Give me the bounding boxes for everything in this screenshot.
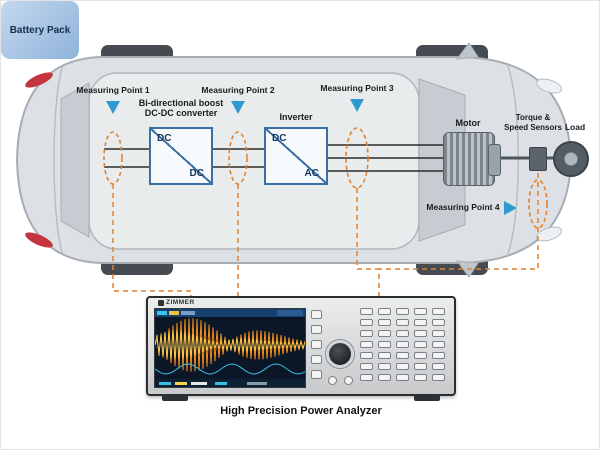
dcdc-bottom-label: DC xyxy=(189,168,204,179)
side-mirror-top xyxy=(455,42,479,60)
analyzer-softkey[interactable] xyxy=(311,340,322,349)
torque-speed-sensor xyxy=(529,147,547,171)
dcdc-title: Bi-directional boost DC-DC converter xyxy=(138,98,224,118)
power-wires xyxy=(104,144,445,172)
rear-window xyxy=(60,82,90,238)
analyzer-softkeys xyxy=(311,310,322,379)
analyzer-key[interactable] xyxy=(414,319,427,326)
measuring-ellipse-3 xyxy=(345,127,369,189)
analyzer-key[interactable] xyxy=(378,352,391,359)
analyzer-key[interactable] xyxy=(432,352,445,359)
analyzer-key[interactable] xyxy=(396,330,409,337)
measuring-point-1-marker-icon xyxy=(106,101,120,114)
zimmer-logo-icon xyxy=(158,299,164,306)
analyzer-softkey[interactable] xyxy=(311,355,322,364)
analyzer-key[interactable] xyxy=(378,374,391,381)
analyzer-key[interactable] xyxy=(396,374,409,381)
analyzer-key[interactable] xyxy=(432,374,445,381)
load-label: Load xyxy=(564,122,586,132)
analyzer-key[interactable] xyxy=(360,363,373,370)
analyzer-key[interactable] xyxy=(432,319,445,326)
analyzer-key[interactable] xyxy=(396,341,409,348)
analyzer-key[interactable] xyxy=(396,352,409,359)
analyzer-key[interactable] xyxy=(414,352,427,359)
analyzer-keypad xyxy=(360,308,445,381)
tail-lights xyxy=(25,72,53,248)
windshield xyxy=(418,78,466,242)
dcdc-converter: DC DC xyxy=(149,127,213,185)
measuring-point-2-marker-icon xyxy=(231,101,245,114)
inverter-top-label: DC xyxy=(272,133,287,144)
analyzer-foot xyxy=(162,394,188,401)
analyzer-key[interactable] xyxy=(414,308,427,315)
analyzer-key[interactable] xyxy=(360,308,373,315)
analyzer-key[interactable] xyxy=(360,330,373,337)
motor-label: Motor xyxy=(455,118,481,128)
analyzer-key[interactable] xyxy=(378,363,391,370)
analyzer-brand: ZIMMER xyxy=(158,299,195,306)
battery-pack-label: Battery Pack xyxy=(9,24,71,36)
analyzer-key[interactable] xyxy=(414,341,427,348)
car-front-line xyxy=(506,63,519,257)
load-flywheel xyxy=(553,141,589,177)
analyzer-key[interactable] xyxy=(396,363,409,370)
measuring-ellipse-4 xyxy=(528,179,548,229)
analyzer-softkey[interactable] xyxy=(311,310,322,319)
analyzer-key[interactable] xyxy=(414,374,427,381)
measuring-point-3-marker-icon xyxy=(350,99,364,112)
analyzer-key[interactable] xyxy=(378,330,391,337)
analyzer-rotary-knob[interactable] xyxy=(326,340,354,368)
dcdc-top-label: DC xyxy=(157,133,172,144)
battery-pack: Battery Pack xyxy=(1,1,79,59)
analyzer-round-button[interactable] xyxy=(328,376,337,385)
analyzer-key[interactable] xyxy=(432,363,445,370)
measuring-point-4-label: Measuring Point 4 xyxy=(426,202,500,212)
headlights xyxy=(535,78,563,242)
analyzer-key[interactable] xyxy=(432,341,445,348)
inverter-title: Inverter xyxy=(279,112,313,122)
analyzer-screen xyxy=(154,308,306,388)
car-rear-line xyxy=(53,64,64,256)
inverter-bottom-label: AC xyxy=(304,168,319,179)
analyzer-key[interactable] xyxy=(432,308,445,315)
measurement-connectors xyxy=(112,173,539,297)
analyzer-round-button[interactable] xyxy=(344,376,353,385)
motor-end-cap xyxy=(488,144,501,176)
analyzer-softkey[interactable] xyxy=(311,325,322,334)
analyzer-key[interactable] xyxy=(414,363,427,370)
analyzer-key[interactable] xyxy=(396,319,409,326)
analyzer-key[interactable] xyxy=(414,330,427,337)
analyzer-key[interactable] xyxy=(396,308,409,315)
analyzer-key[interactable] xyxy=(378,341,391,348)
measuring-point-2-label: Measuring Point 2 xyxy=(201,85,275,95)
analyzer-key[interactable] xyxy=(360,374,373,381)
measuring-point-4-marker-icon xyxy=(504,201,517,215)
analyzer-key[interactable] xyxy=(360,352,373,359)
analyzer-key[interactable] xyxy=(378,308,391,315)
analyzer-key[interactable] xyxy=(432,330,445,337)
analyzer-key[interactable] xyxy=(360,341,373,348)
power-analyzer: ZIMMER xyxy=(146,296,456,401)
analyzer-key[interactable] xyxy=(378,319,391,326)
motor xyxy=(443,132,501,186)
sensors-label: Torque & Speed Sensors xyxy=(504,113,562,132)
measuring-point-3-label: Measuring Point 3 xyxy=(320,83,394,93)
analyzer-key[interactable] xyxy=(360,319,373,326)
measuring-ellipses xyxy=(103,127,548,229)
analyzer-screen-waveform xyxy=(155,309,305,387)
inverter: DC AC xyxy=(264,127,328,185)
measuring-point-1-label: Measuring Point 1 xyxy=(76,85,150,95)
measuring-ellipse-2 xyxy=(228,131,248,185)
analyzer-softkey[interactable] xyxy=(311,370,322,379)
analyzer-caption: High Precision Power Analyzer xyxy=(220,405,382,417)
analyzer-foot xyxy=(414,394,440,401)
measuring-ellipse-1 xyxy=(103,131,123,185)
